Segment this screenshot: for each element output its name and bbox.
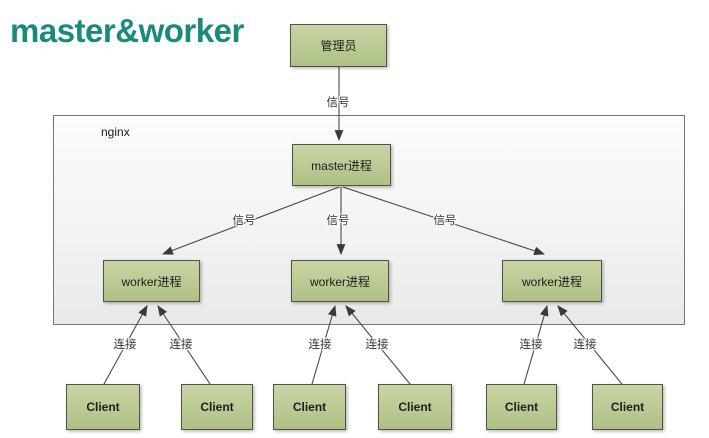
node-client-label: Client [292, 400, 327, 414]
node-worker-2: worker进程 [291, 260, 389, 302]
node-worker-label: worker进程 [521, 274, 582, 289]
node-client-label: Client [86, 400, 120, 414]
edge-master-worker1 [161, 186, 340, 255]
signal-label: 信号 [326, 97, 350, 109]
node-worker-label: worker进程 [121, 274, 182, 289]
node-client-5: Client [486, 384, 557, 430]
page-title: master&worker [10, 12, 244, 49]
node-admin-label: 管理员 [320, 39, 357, 53]
node-client-label: Client [200, 400, 234, 414]
node-client-label: Client [398, 400, 432, 414]
edge-client5-worker3 [523, 304, 549, 385]
node-admin: 管理员 [290, 24, 387, 67]
edge-client6-worker3 [557, 305, 623, 385]
connect-label: 连接 [308, 339, 332, 351]
edge-client1-worker1 [103, 305, 148, 385]
node-worker-label: worker进程 [309, 274, 370, 289]
edge-client2-worker1 [157, 305, 211, 385]
node-client-4: Client [378, 384, 452, 430]
edge-client3-worker2 [311, 304, 337, 385]
node-worker-3: worker进程 [502, 260, 602, 302]
node-client-2: Client [181, 384, 253, 430]
edge-master-worker3 [342, 186, 546, 256]
signal-label: 信号 [326, 215, 350, 227]
connect-label: 连接 [519, 339, 543, 351]
node-worker-1: worker进程 [103, 260, 200, 302]
node-client-3: Client [273, 384, 346, 430]
node-master-label: master进程 [311, 158, 372, 173]
node-client-label: Client [504, 400, 539, 414]
connect-label: 连接 [169, 339, 193, 351]
node-client-1: Client [66, 384, 140, 430]
connect-label: 连接 [113, 339, 137, 351]
node-master: master进程 [292, 144, 391, 186]
signal-label: 信号 [433, 215, 457, 227]
connect-label: 连接 [365, 339, 389, 351]
edge-client4-worker2 [345, 305, 411, 385]
node-client-6: Client [592, 384, 663, 430]
node-client-label: Client [610, 400, 645, 414]
nginx-container-label: nginx [101, 125, 130, 139]
signal-label: 信号 [232, 215, 256, 227]
connect-label: 连接 [573, 339, 597, 351]
